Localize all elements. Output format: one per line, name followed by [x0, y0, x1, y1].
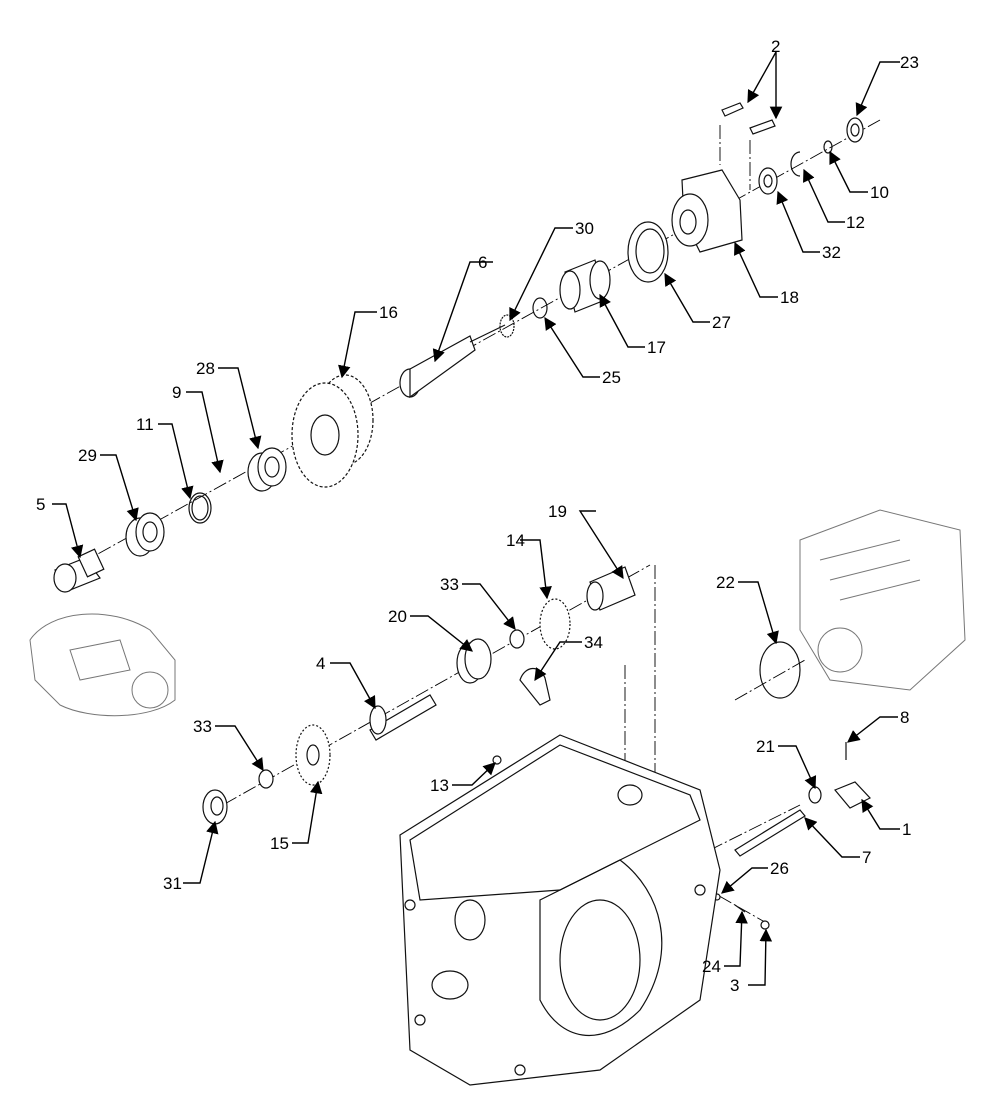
washer-part-10 — [823, 140, 833, 154]
seal-part-23 — [846, 117, 864, 143]
pinion-part-5 — [53, 548, 105, 593]
callout-30: 30 — [575, 219, 594, 238]
differential-ghost-view — [29, 613, 176, 717]
bearing-part-32 — [758, 167, 778, 195]
seal-part-21 — [808, 786, 822, 804]
callout-8: 8 — [900, 708, 909, 727]
spring-part-24 — [734, 904, 746, 913]
callout-16: 16 — [379, 303, 398, 322]
callout-6: 6 — [478, 253, 487, 272]
callout-15: 15 — [270, 834, 289, 853]
callout-9: 9 — [172, 383, 181, 402]
callout-1: 1 — [902, 820, 911, 839]
gear-part-15 — [295, 724, 331, 786]
callout-34: 34 — [584, 633, 603, 652]
callout-28: 28 — [196, 359, 215, 378]
callout-12: 12 — [846, 213, 865, 232]
callout-3: 3 — [730, 976, 739, 995]
bushing-part-33-upper — [509, 629, 525, 649]
bearing-part-31 — [202, 789, 228, 825]
callout-4: 4 — [316, 654, 325, 673]
bearing-part-28 — [247, 447, 287, 492]
shaft-part-7 — [734, 809, 806, 857]
callout-25: 25 — [602, 368, 621, 387]
ring-part-25 — [532, 297, 548, 319]
callout-5: 5 — [36, 495, 45, 514]
transmission-case — [399, 734, 721, 1086]
callout-33-upper: 33 — [440, 575, 459, 594]
callout-18: 18 — [780, 288, 799, 307]
bearing-part-27 — [627, 221, 669, 283]
callout-21: 21 — [756, 737, 775, 756]
callout-11: 11 — [136, 415, 154, 434]
housing-part-18 — [671, 169, 743, 253]
callout-13: 13 — [430, 776, 449, 795]
shaft-part-4 — [369, 694, 437, 741]
engine-ghost-view — [799, 509, 966, 691]
callout-22: 22 — [716, 573, 735, 592]
bushing-part-33-lower — [258, 769, 274, 789]
callout-26: 26 — [770, 859, 789, 878]
bearing-part-20 — [456, 638, 492, 684]
callout-2: 2 — [771, 37, 780, 56]
callout-10: 10 — [870, 183, 889, 202]
fork-part-34 — [519, 667, 551, 706]
snap-ring-part-11 — [188, 492, 212, 524]
callout-33-lower: 33 — [193, 717, 212, 736]
shaft-part-6 — [399, 324, 506, 399]
callout-27: 27 — [712, 313, 731, 332]
callout-20: 20 — [388, 607, 407, 626]
lever-part-1 — [834, 781, 871, 809]
gear-part-14 — [539, 598, 571, 650]
sleeve-part-19 — [586, 566, 636, 611]
callout-19: 19 — [548, 502, 567, 521]
gear-cluster-part-16 — [291, 374, 374, 488]
washer-part-30 — [499, 314, 515, 338]
callout-32: 32 — [822, 243, 841, 262]
callout-23: 23 — [900, 53, 919, 72]
snap-ring-part-12 — [790, 151, 801, 177]
bolts-part-2 — [721, 102, 776, 135]
plug-part-3 — [760, 920, 770, 930]
oring-part-22 — [759, 641, 801, 699]
callout-24: 24 — [702, 957, 721, 976]
bearing-part-29 — [125, 512, 165, 557]
pin-part-13 — [492, 755, 502, 765]
callout-14: 14 — [506, 531, 525, 550]
sleeve-part-17 — [559, 259, 611, 313]
callout-labels: 2 23 10 12 32 18 30 27 17 25 6 16 28 9 1… — [36, 37, 919, 995]
callout-29: 29 — [78, 446, 97, 465]
callout-17: 17 — [647, 338, 666, 357]
callout-31: 31 — [163, 874, 182, 893]
callout-7: 7 — [862, 848, 871, 867]
leader-lines — [52, 51, 900, 986]
